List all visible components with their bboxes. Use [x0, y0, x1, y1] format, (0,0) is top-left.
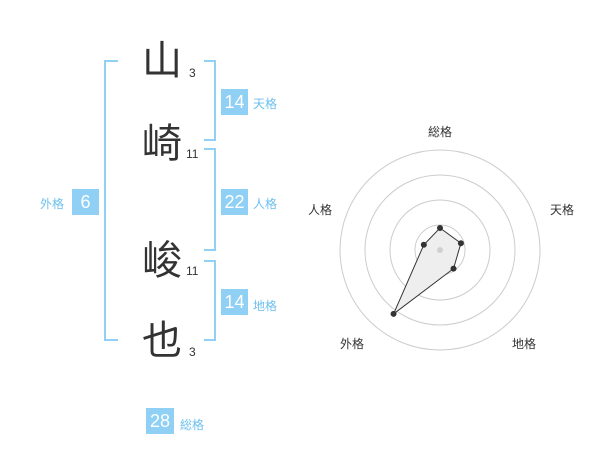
radar-label-jinkaku: 人格 [308, 203, 333, 217]
jinkaku-badge: 22 [221, 189, 248, 215]
radar-ring-3 [364, 174, 516, 326]
radar-point-5 [420, 241, 427, 248]
jinkaku-label: 人格 [253, 197, 278, 211]
gaikaku-label: 外格 [40, 197, 65, 211]
radar-label-gaikaku: 外格 [340, 337, 365, 351]
radar-center-dot [437, 247, 443, 253]
soukaku-badge: 28 [146, 408, 174, 434]
radar-point-2 [457, 240, 464, 247]
stroke-count-3: 11 [186, 264, 199, 278]
gaikaku-badge: 6 [72, 189, 99, 215]
radar-point-4 [390, 310, 397, 317]
radar-point-3 [450, 265, 457, 272]
name-char-1: 山 [142, 38, 182, 84]
radar-label-chikaku: 地格 [512, 337, 537, 351]
chikaku-label: 地格 [253, 299, 278, 313]
soukaku-label: 総格 [180, 418, 205, 432]
radar-label-tenkaku: 天格 [550, 203, 575, 217]
radar-polygon [392, 227, 462, 316]
tenkaku-badge: 14 [221, 89, 248, 115]
name-char-2: 崎 [142, 121, 182, 167]
chikaku-badge: 14 [221, 289, 248, 315]
radar-ring-2 [389, 199, 491, 301]
stroke-count-1: 3 [189, 66, 196, 80]
radar-ring-4 [339, 149, 541, 351]
radar-label-soukaku: 総格 [428, 125, 453, 139]
radar-point-1 [437, 225, 443, 231]
name-char-4: 也 [142, 318, 182, 364]
tenkaku-label: 天格 [253, 97, 278, 111]
stroke-count-2: 11 [186, 147, 199, 161]
name-char-3: 峻 [142, 238, 182, 284]
stroke-count-4: 3 [189, 345, 196, 359]
